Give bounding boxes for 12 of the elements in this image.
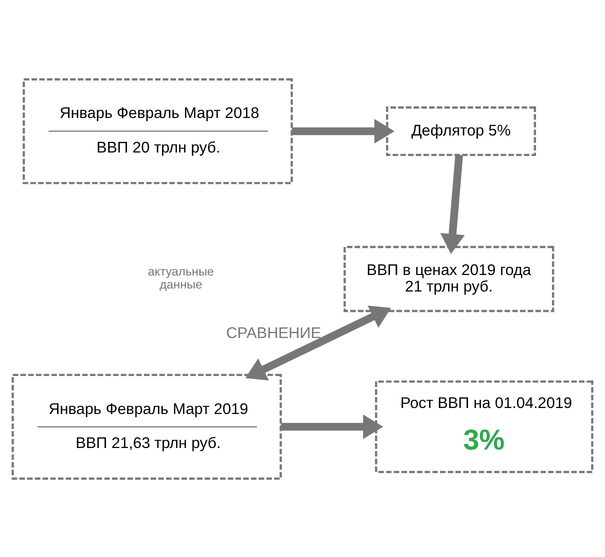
arrow — [245, 305, 392, 380]
arrow — [280, 414, 384, 439]
node-box: Январь Февраль Март 2019 ВВП 21,63 трлн руб. — [12, 373, 282, 480]
edge-label: СРАВНЕНИЕ — [226, 324, 322, 342]
node-box: Январь Февраль Март 2018 ВВП 20 трлн руб. — [22, 78, 293, 184]
arrow — [440, 154, 465, 254]
node-box: ВВП в ценах 2019 года 21 трлн руб. — [344, 245, 554, 312]
node-box: Рост ВВП на 01.04.2019 3% — [375, 380, 594, 473]
label: данные — [160, 277, 202, 292]
node-box: Дефлятор 5% — [386, 106, 536, 156]
label: актуальные — [148, 264, 214, 278]
arrow — [292, 118, 394, 144]
